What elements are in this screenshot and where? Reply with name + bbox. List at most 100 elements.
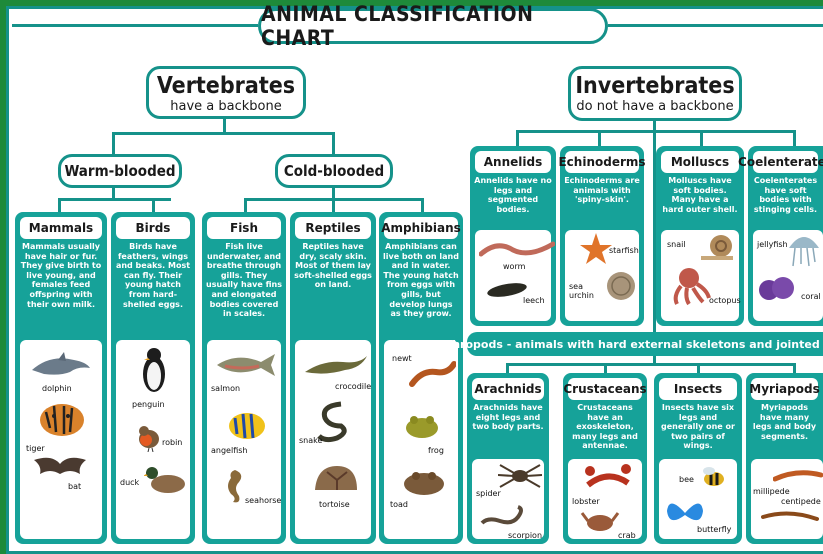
- dolphin-icon: [30, 350, 92, 384]
- arachnids-column: Arachnids Arachnids have eight legs and …: [467, 373, 549, 544]
- warm-blooded-box: Warm-blooded: [58, 154, 182, 188]
- myriapods-pictures: millipede centipede: [751, 459, 823, 539]
- lobster-icon: [582, 461, 634, 495]
- centipede-icon: [761, 507, 819, 525]
- animal-label: lobster: [572, 497, 600, 506]
- arthropods-banner: Arthropods - animals with hard external …: [467, 332, 823, 356]
- myriapods-header: Myriapods: [751, 378, 818, 400]
- insects-column: Insects Insects have six legs and genera…: [654, 373, 742, 544]
- crab-icon: [580, 507, 620, 533]
- molluscs-column: Molluscs Molluscs have soft bodies. Many…: [656, 146, 744, 326]
- echinoderms-pictures: starfish sea urchin: [565, 230, 639, 321]
- reptiles-description: Reptiles have dry, scaly skin. Most of t…: [294, 242, 372, 290]
- reptiles-header: Reptiles: [295, 217, 371, 239]
- connector: [421, 198, 424, 212]
- annelids-description: Annelids have no legs and segmented bodi…: [474, 176, 552, 214]
- invertebrates-subtitle: do not have a backbone: [571, 99, 739, 114]
- invertebrates-title: Invertebrates: [571, 73, 739, 99]
- animal-label: toad: [390, 500, 408, 509]
- animal-label: coral: [801, 292, 821, 301]
- connector: [604, 363, 607, 373]
- fish-column: Fish Fish live underwater, and breathe t…: [202, 212, 286, 544]
- animal-label: centipede: [781, 497, 821, 506]
- sea-urchin-icon: [603, 268, 639, 304]
- bee-icon: [699, 465, 729, 489]
- animal-label: worm: [503, 262, 525, 271]
- octopus-icon: [669, 266, 711, 306]
- mammals-description: Mammals usually have hair or fur. They g…: [19, 242, 103, 309]
- connector: [700, 130, 703, 146]
- connector: [506, 363, 509, 373]
- animal-label: scorpion: [508, 531, 542, 540]
- angelfish-icon: [225, 410, 269, 442]
- vertebrates-box: Vertebrates have a backbone: [146, 66, 306, 119]
- starfish-icon: [579, 232, 613, 266]
- annelids-column: Annelids Annelids have no legs and segme…: [470, 146, 556, 326]
- fish-pictures: salmon angelfish seahorse: [207, 340, 281, 539]
- invertebrates-box: Invertebrates do not have a backbone: [568, 66, 742, 121]
- reptiles-pictures: crocodile snake tortoise: [295, 340, 371, 539]
- jellyfish-icon: [787, 232, 821, 268]
- connector: [697, 363, 700, 373]
- vertebrates-subtitle: have a backbone: [149, 99, 303, 114]
- tortoise-icon: [309, 460, 363, 498]
- cold-blooded-box: Cold-blooded: [275, 154, 393, 188]
- millipede-icon: [773, 467, 823, 485]
- coral-icon: [757, 274, 797, 302]
- animal-label: starfish: [609, 246, 639, 255]
- connector: [506, 363, 796, 366]
- connector: [793, 130, 796, 146]
- reptiles-column: Reptiles Reptiles have dry, scaly skin. …: [290, 212, 376, 544]
- chart-title: ANIMAL CLASSIFICATION CHART: [258, 8, 608, 44]
- bat-icon: [32, 454, 88, 482]
- snail-icon: [699, 232, 737, 260]
- echinoderms-header: Echinoderms: [565, 151, 639, 173]
- animal-label: snail: [667, 240, 686, 249]
- penguin-icon: [140, 346, 168, 394]
- crustaceans-description: Crustaceans have an exoskeleton, many le…: [567, 403, 643, 451]
- crocodile-icon: [303, 348, 369, 382]
- birds-description: Birds have feathers, wings and beaks. Mo…: [115, 242, 191, 309]
- frog-icon: [402, 412, 442, 440]
- worm-icon: [479, 236, 555, 260]
- animal-label: frog: [428, 446, 444, 455]
- myriapods-description: Myriapods have many legs and body segmen…: [750, 403, 819, 441]
- echinoderms-column: Echinoderms Echinoderms are animals with…: [560, 146, 644, 326]
- toad-icon: [400, 464, 448, 496]
- connector: [12, 24, 258, 27]
- mammals-pictures: dolphin tiger bat: [20, 340, 102, 539]
- annelids-header: Annelids: [475, 151, 551, 173]
- animal-label: duck: [120, 478, 139, 487]
- animal-label: millipede: [753, 487, 790, 496]
- connector: [223, 117, 226, 133]
- molluscs-description: Molluscs have soft bodies. Many have a h…: [660, 176, 740, 214]
- molluscs-header: Molluscs: [661, 151, 739, 173]
- coelenterates-description: Coelenterates have soft bodies with stin…: [752, 176, 819, 214]
- vertebrates-title: Vertebrates: [149, 73, 303, 99]
- animal-label: butterfly: [697, 525, 731, 534]
- animal-label: crab: [618, 531, 636, 540]
- insects-pictures: bee butterfly: [659, 459, 737, 539]
- coelenterates-pictures: jellyfish coral: [753, 230, 823, 321]
- mammals-header: Mammals: [20, 217, 102, 239]
- salmon-icon: [213, 350, 279, 380]
- connector: [516, 130, 796, 133]
- animal-label: sea urchin: [569, 282, 603, 300]
- duck-icon: [144, 462, 188, 494]
- insects-header: Insects: [659, 378, 737, 400]
- animal-label: spider: [476, 489, 501, 498]
- coelenterates-column: Coelenterates Coelenterates have soft bo…: [748, 146, 823, 326]
- animal-label: robin: [162, 438, 182, 447]
- amphibians-description: Amphibians can live both on land and in …: [383, 242, 459, 319]
- molluscs-pictures: snail octopus: [661, 230, 739, 321]
- birds-pictures: penguin robin duck: [116, 340, 190, 539]
- amphibians-column: Amphibians Amphibians can live both on l…: [379, 212, 463, 544]
- newt-icon: [408, 360, 456, 390]
- tiger-icon: [32, 398, 92, 440]
- animal-label: salmon: [211, 384, 240, 393]
- spider-icon: [498, 461, 542, 491]
- connector: [112, 132, 115, 154]
- connector: [58, 198, 61, 212]
- connector: [608, 24, 823, 27]
